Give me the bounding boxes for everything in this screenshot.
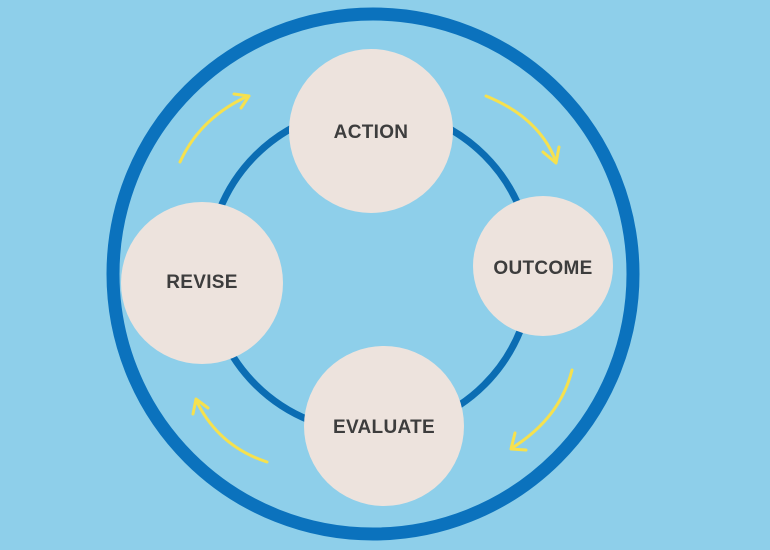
curved-arrow-icon-head [191, 397, 210, 416]
curved-arrow-icon [484, 94, 558, 164]
curved-arrow-icon [178, 94, 250, 164]
node-evaluate: EVALUATE [304, 346, 464, 506]
curved-arrow-icon-head [232, 92, 251, 110]
node-label-revise: REVISE [166, 272, 238, 293]
node-label-action: ACTION [334, 122, 409, 143]
node-revise: REVISE [121, 202, 283, 364]
node-label-evaluate: EVALUATE [333, 417, 435, 438]
node-outcome: OUTCOME [473, 196, 613, 336]
curved-arrow-icon-head [509, 431, 528, 452]
node-label-outcome: OUTCOME [493, 258, 592, 279]
curved-arrow-icon [194, 398, 269, 464]
node-action: ACTION [289, 49, 453, 213]
curved-arrow-icon-head [541, 145, 561, 165]
curved-arrow-icon [510, 368, 574, 450]
outer-ring [106, 7, 640, 541]
